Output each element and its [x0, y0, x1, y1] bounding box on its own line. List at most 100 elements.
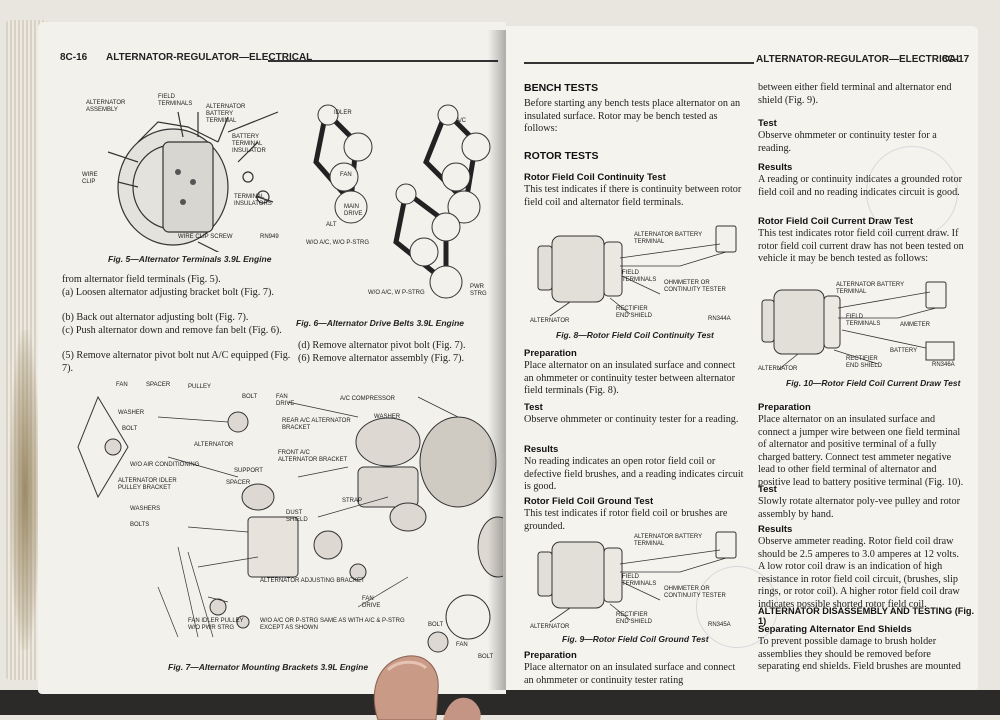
test-heading: Test — [758, 484, 777, 495]
fig5-label: ALTERNATOR BATTERY TERMINAL — [206, 104, 246, 124]
fig8-label: ALTERNATOR BATTERY TERMINAL — [634, 232, 703, 245]
test-text: Observe ohmmeter or continuity tester fo… — [758, 130, 937, 154]
fig7-caption: Fig. 7—Alternator Mounting Brackets 3.9L… — [168, 662, 369, 672]
fig9-label: OHMMETER OR CONTINUITY TESTER — [664, 586, 726, 599]
bench-tests-heading: BENCH TESTS — [524, 82, 599, 94]
fig9-code: RN345A — [708, 622, 731, 628]
bleed-through-mark — [696, 566, 778, 648]
results-text: No reading indicates an open rotor field… — [524, 456, 744, 492]
fig10-caption: Fig. 10—Rotor Field Coil Current Draw Te… — [786, 378, 961, 388]
thumb-holding-book — [373, 655, 481, 720]
preparation-text: Place alternator on an insulated surface… — [524, 662, 736, 686]
fig7-label: ALTERNATOR IDLER PULLEY BRACKET — [118, 478, 177, 491]
fig7-label: FRONT A/C ALTERNATOR BRACKET — [278, 450, 348, 463]
continuity-test-diagram — [537, 225, 737, 317]
test-heading: Test — [758, 118, 777, 129]
fig6-label: PWR STRG — [470, 284, 487, 297]
test-text: Observe ohmmeter or continuity tester fo… — [524, 414, 739, 425]
results-text: A reading or continuity indicates a grou… — [758, 174, 962, 198]
left-text-line: (d) Remove alternator pivot bolt (Fig. 7… — [298, 340, 466, 351]
results-heading: Results — [758, 162, 793, 173]
fig6-label: A/C — [456, 118, 467, 124]
fig7-label: STRAP — [342, 498, 363, 504]
continuity-test-text: This test indicates if there is continui… — [524, 184, 742, 208]
fig10-label: RECTIFIER END SHIELD — [846, 356, 883, 369]
fig7-label: WASHER — [118, 410, 145, 416]
fig10-label: BATTERY — [890, 348, 918, 354]
fig6-label: ALT — [326, 222, 337, 228]
ground-test-text: This test indicates if rotor field coil … — [524, 508, 728, 532]
fig5-label: FIELD TERMINALS — [158, 94, 193, 107]
fig5-label: TERMINAL INSULATORS — [234, 194, 272, 207]
fig7-label: FAN IDLER PULLEY W/O PWR STRG — [188, 618, 244, 631]
fig10-label: ALTERNATOR — [758, 366, 798, 372]
left-text-line: from alternator field terminals (Fig. 5)… — [62, 274, 221, 285]
ground-test-heading: Rotor Field Coil Ground Test — [524, 496, 654, 507]
alternator-terminals-diagram — [107, 111, 279, 252]
header-rule-right — [524, 62, 754, 64]
fig6-label: IDLER — [334, 110, 352, 116]
ground-test-diagram — [537, 531, 737, 623]
results-heading: Results — [524, 444, 559, 455]
running-head-right: ALTERNATOR-REGULATOR—ELECTRICAL — [756, 54, 963, 65]
fig7-label: WASHER — [374, 414, 401, 420]
preparation-text: Place alternator on an insulated surface… — [758, 414, 964, 488]
fig7-label: BOLT — [428, 622, 444, 628]
fig10-label: FIELD TERMINALS — [846, 314, 881, 327]
fig10-code: RN346A — [932, 362, 955, 368]
fig7-label: W/O A/C OR P-STRG SAME AS WITH A/C & P-S… — [260, 618, 405, 631]
fig8-label: OHMMETER OR CONTINUITY TESTER — [664, 280, 726, 293]
separating-text: To prevent possible damage to brush hold… — [758, 636, 961, 672]
fig5-code: RN949 — [260, 234, 279, 240]
fig9-label: FIELD TERMINALS — [622, 574, 657, 587]
fig7-label: SPACER — [226, 480, 251, 486]
fig9-caption: Fig. 9—Rotor Field Coil Ground Test — [562, 634, 709, 644]
fig10-label: ALTERNATOR BATTERY TERMINAL — [836, 282, 905, 295]
fig7-label: FAN — [456, 642, 468, 648]
fig7-label: FAN DRIVE — [276, 394, 295, 407]
disassembly-heading: ALTERNATOR DISASSEMBLY AND TESTING (Fig.… — [758, 606, 975, 626]
fig6-label: MAIN DRIVE — [344, 204, 363, 217]
fig5-label: WIRE CLIP — [82, 172, 98, 185]
left-text-line: (6) Remove alternator assembly (Fig. 7). — [298, 353, 465, 364]
results-text: Observe ammeter reading. Rotor field coi… — [758, 536, 960, 610]
fig8-code: RN344A — [708, 316, 731, 322]
fig5-caption: Fig. 5—Alternator Terminals 3.9L Engine — [108, 254, 272, 264]
fig6-caption: Fig. 6—Alternator Drive Belts 3.9L Engin… — [296, 318, 464, 328]
fig7-label: SUPPORT — [234, 468, 263, 474]
preparation-heading: Preparation — [524, 348, 577, 359]
fig7-label: BOLTS — [130, 522, 150, 528]
table-surface — [0, 690, 1000, 715]
left-text-line: (c) Push alternator down and remove fan … — [62, 325, 282, 336]
rotor-tests-heading: ROTOR TESTS — [524, 150, 599, 162]
fig8-label: FIELD TERMINALS — [622, 270, 657, 283]
fig6-label: FAN — [340, 172, 352, 178]
end-shield-text: between either field terminal and altern… — [758, 82, 952, 106]
bench-tests-text: Before starting any bench tests place al… — [524, 98, 741, 134]
current-draw-text: This test indicates rotor field coil cur… — [758, 228, 964, 264]
drive-belts-diagram — [313, 104, 491, 299]
page-number-right: 8C-17 — [942, 54, 970, 65]
fig8-label: ALTERNATOR — [530, 318, 570, 324]
fig5-label: BATTERY TERMINAL INSULATOR — [232, 134, 266, 154]
results-heading: Results — [758, 524, 793, 535]
fig7-label: DUST SHIELD — [286, 510, 308, 523]
fig10-label: AMMETER — [900, 322, 930, 328]
fig7-label: BOLT — [478, 654, 494, 660]
header-rule-left — [268, 60, 498, 62]
fig9-label: ALTERNATOR BATTERY TERMINAL — [634, 534, 703, 547]
fig7-label: WASHERS — [130, 506, 161, 512]
left-text-line: (b) Back out alternator adjusting bolt (… — [62, 312, 249, 323]
fig7-label: BOLT — [122, 426, 138, 432]
fig6-label: W/O A/C, W/O P-STRG — [306, 240, 369, 246]
test-text: Slowly rotate alternator poly-vee pulley… — [758, 496, 960, 520]
fig7-label: PULLEY — [188, 384, 212, 390]
fig7-label: A/C COMPRESSOR — [340, 396, 396, 402]
fig7-label: W/O AIR CONDITIONING — [130, 462, 200, 468]
fig7-label: ALTERNATOR — [194, 442, 234, 448]
current-draw-diagram — [761, 281, 955, 371]
fig8-caption: Fig. 8—Rotor Field Coil Continuity Test — [556, 330, 714, 340]
test-heading: Test — [524, 402, 543, 413]
left-text-line: (a) Loosen alternator adjusting bracket … — [62, 287, 274, 298]
preparation-heading: Preparation — [524, 650, 577, 661]
